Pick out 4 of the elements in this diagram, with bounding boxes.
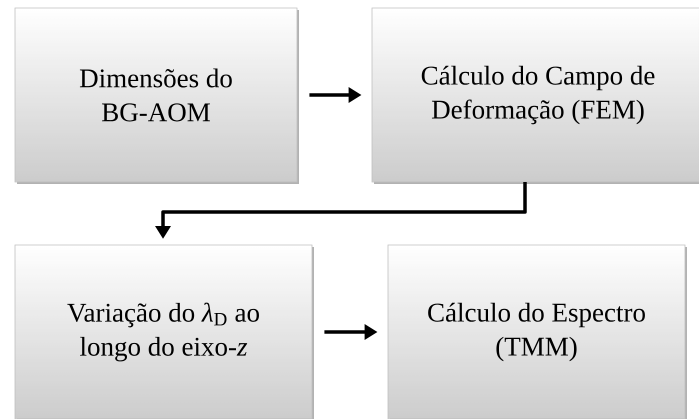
process-box: Dimensões do BG-AOM <box>14 8 299 184</box>
process-box: Cálculo do Espectro (TMM) <box>388 244 687 419</box>
process-box: Cálculo do Campo de Deformação (FEM) <box>372 8 699 184</box>
process-box: Variação do λ$_{D}$ ao longo do eixo-z <box>14 244 314 419</box>
